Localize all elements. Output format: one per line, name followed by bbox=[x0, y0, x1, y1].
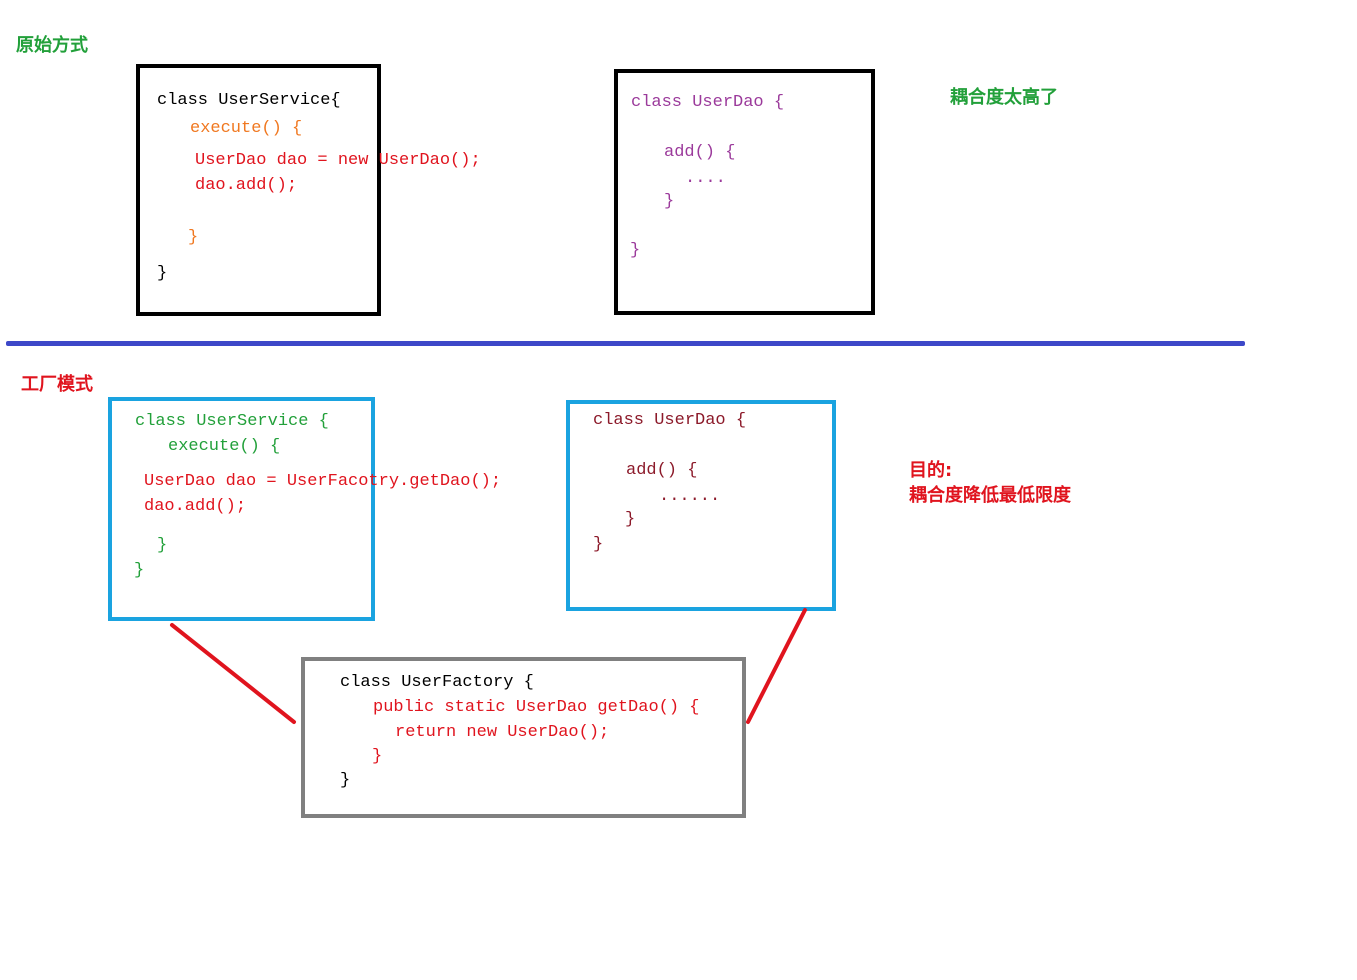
user-service-box-factory bbox=[108, 397, 375, 621]
user-factory-box bbox=[301, 657, 746, 818]
user-service-class-line: class UserService{ bbox=[157, 91, 341, 110]
factory-add-method-close: } bbox=[625, 510, 636, 529]
factory-user-dao-class-line: class UserDao { bbox=[593, 411, 747, 430]
factory-user-service-class-close: } bbox=[134, 561, 145, 580]
factory-add-method-body: ...... bbox=[659, 487, 721, 506]
dao-add-statement: dao.add(); bbox=[195, 176, 298, 195]
user-factory-class-close: } bbox=[340, 771, 351, 790]
user-service-class-close: } bbox=[157, 264, 168, 283]
return-new-user-dao-statement: return new UserDao(); bbox=[395, 723, 610, 742]
factory-user-dao-class-close: } bbox=[593, 535, 604, 554]
get-dao-method-close: } bbox=[372, 747, 383, 766]
add-method-close: } bbox=[664, 192, 675, 211]
goal-text: 耦合度降低最低限度 bbox=[909, 485, 1071, 506]
dao-to-factory-connector bbox=[746, 608, 807, 724]
factory-user-service-class-line: class UserService { bbox=[135, 412, 329, 431]
service-to-factory-connector bbox=[170, 623, 296, 724]
factory-get-dao-statement: UserDao dao = UserFacotry.getDao(); bbox=[144, 472, 502, 491]
factory-dao-add-statement: dao.add(); bbox=[144, 497, 247, 516]
add-method-body: .... bbox=[685, 169, 726, 188]
user-dao-box-original bbox=[614, 69, 875, 315]
factory-execute-method-close: } bbox=[157, 536, 168, 555]
add-method-open: add() { bbox=[664, 143, 736, 162]
section-label-factory: 工厂模式 bbox=[21, 374, 93, 395]
new-user-dao-statement: UserDao dao = new UserDao(); bbox=[195, 151, 481, 170]
user-dao-class-close: } bbox=[630, 241, 641, 260]
coupling-too-high-comment: 耦合度太高了 bbox=[950, 87, 1058, 108]
get-dao-method-open: public static UserDao getDao() { bbox=[373, 698, 700, 717]
user-dao-class-line: class UserDao { bbox=[631, 93, 785, 112]
factory-add-method-open: add() { bbox=[626, 461, 698, 480]
execute-method-close: } bbox=[188, 228, 199, 247]
execute-method-open: execute() { bbox=[190, 119, 303, 138]
section-label-original: 原始方式 bbox=[16, 35, 88, 56]
factory-execute-method-open: execute() { bbox=[168, 437, 281, 456]
goal-title: 目的: bbox=[909, 460, 953, 481]
section-divider bbox=[6, 341, 1245, 346]
user-dao-box-factory bbox=[566, 400, 836, 611]
user-service-box-original bbox=[136, 64, 381, 316]
user-factory-class-line: class UserFactory { bbox=[340, 673, 534, 692]
